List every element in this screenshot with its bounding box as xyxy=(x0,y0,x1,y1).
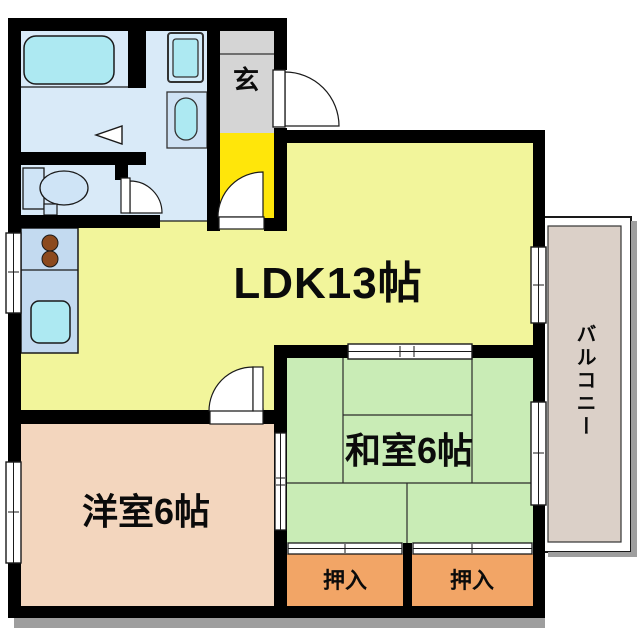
room-label-japanese: 和室6帖 xyxy=(344,430,474,471)
bathroom-door-marker xyxy=(93,125,123,145)
wall-toilet-right xyxy=(115,152,128,180)
toilet-bowl xyxy=(39,170,89,206)
wall-hall-left xyxy=(207,18,220,231)
western-door-swing xyxy=(208,366,254,412)
wall-bath-washroom xyxy=(128,31,146,88)
room-label-western: 洋室6帖 xyxy=(81,491,211,532)
kitchen-sink xyxy=(30,300,71,344)
room-label-entrance: 玄 xyxy=(232,65,260,95)
sliding-door-lines xyxy=(276,433,532,553)
wall-right xyxy=(533,130,545,608)
room-western xyxy=(21,424,274,608)
room-entrance xyxy=(219,31,274,133)
closet-left xyxy=(287,554,403,608)
hall-door-threshold xyxy=(218,216,265,230)
hall-door-swing xyxy=(217,171,264,218)
room-balcony xyxy=(547,225,622,543)
wall-top xyxy=(8,18,287,31)
wall-bottom xyxy=(8,606,545,618)
toilet-door-leaf xyxy=(120,177,131,214)
toilet-paper-holder xyxy=(43,203,58,216)
wall-washroom-bottom xyxy=(8,215,160,228)
vanity-basin xyxy=(174,97,198,141)
wall-hall-bottom xyxy=(264,218,287,231)
entrance-door-leaf xyxy=(272,69,286,128)
room-label-balcony: バルコニー xyxy=(573,323,595,439)
toilet-door-swing xyxy=(129,180,163,214)
washing-machine-pan-inner xyxy=(172,38,199,78)
wall-bath-bottom xyxy=(8,152,146,165)
western-door-leaf xyxy=(252,366,264,412)
room-label-closet-right: 押入 xyxy=(449,568,495,593)
wall-western-top-left xyxy=(8,410,210,424)
closet-right xyxy=(412,554,533,608)
entrance-door-swing xyxy=(284,71,340,127)
balcony-shadow-right xyxy=(631,221,637,557)
room-label-closet-left: 押入 xyxy=(322,568,368,593)
wall-closet-divider xyxy=(403,543,412,608)
stove-burner-icon xyxy=(41,250,59,268)
window-sash-lines xyxy=(8,233,544,563)
balcony-shadow-bottom xyxy=(548,552,636,557)
stove-burner-icon xyxy=(41,234,59,252)
wall-entrance-right xyxy=(274,18,287,70)
wall-hall-right xyxy=(274,128,287,231)
room-label-ldk: LDK13帖 xyxy=(233,259,423,308)
bathtub xyxy=(23,35,115,85)
wall-ldk-top xyxy=(274,130,545,143)
building-shadow xyxy=(14,618,545,628)
room-japanese xyxy=(287,358,533,543)
tatami-lines xyxy=(287,358,533,543)
